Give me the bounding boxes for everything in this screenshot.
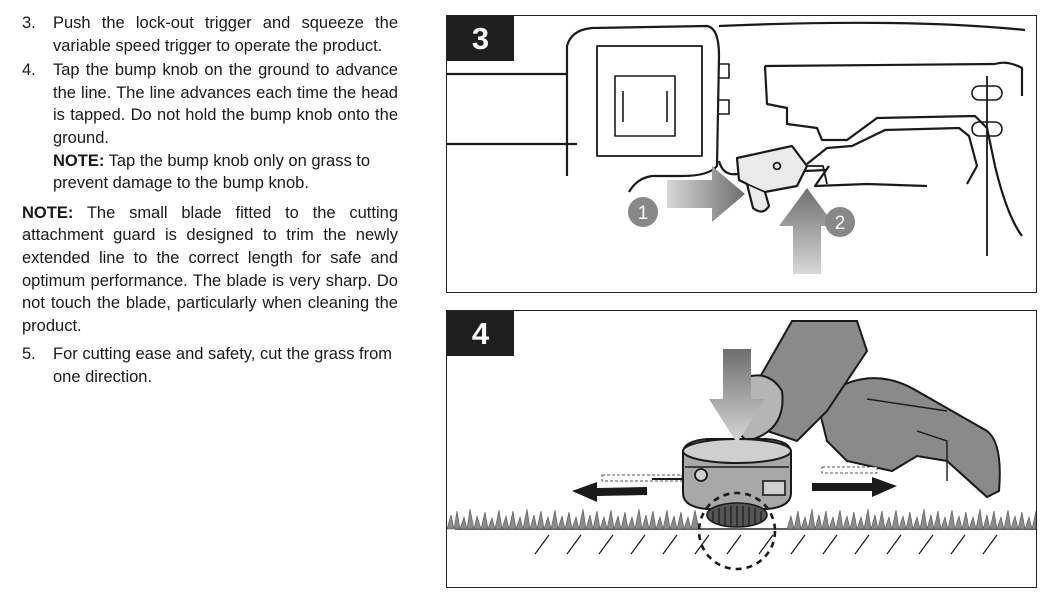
step-body: Tap the bump knob on the ground to advan… bbox=[53, 59, 398, 195]
step-text: Push the lock-out trigger and squeeze th… bbox=[53, 14, 398, 55]
general-note: NOTE: The small blade fitted to the cutt… bbox=[22, 202, 398, 338]
step-4-note: NOTE: Tap the bump knob only on grass to… bbox=[53, 150, 398, 195]
step-3: 3. Push the lock-out trigger and squeeze… bbox=[22, 12, 398, 57]
note-label: NOTE: bbox=[53, 151, 105, 170]
note-text: Tap the bump knob only on grass to preve… bbox=[53, 151, 371, 193]
step-5: 5. For cutting ease and safety, cut the … bbox=[22, 343, 398, 388]
figure-badge: 4 bbox=[447, 311, 514, 356]
instructions-column: 3. Push the lock-out trigger and squeeze… bbox=[22, 12, 398, 389]
step-number: 4. bbox=[22, 61, 36, 80]
step-4: 4. Tap the bump knob on the ground to ad… bbox=[22, 59, 398, 195]
note-label: NOTE: bbox=[22, 203, 74, 222]
figure-badge: 3 bbox=[447, 16, 514, 61]
note-text: The small blade fitted to the cutting at… bbox=[22, 203, 398, 335]
figure-4: 4 bbox=[446, 310, 1037, 588]
figure-3: 3 bbox=[446, 15, 1037, 293]
step-number: 5. bbox=[22, 345, 36, 364]
trimmer-trigger-illustration: 1 2 bbox=[447, 21, 1026, 274]
bump-knob-illustration bbox=[447, 320, 1036, 571]
callout-2: 2 bbox=[835, 213, 846, 234]
step-number: 3. bbox=[22, 14, 36, 32]
step-text: For cutting ease and safety, cut the gra… bbox=[53, 345, 393, 386]
callout-1: 1 bbox=[638, 203, 649, 224]
step-text: Tap the bump knob on the ground to advan… bbox=[53, 61, 398, 147]
